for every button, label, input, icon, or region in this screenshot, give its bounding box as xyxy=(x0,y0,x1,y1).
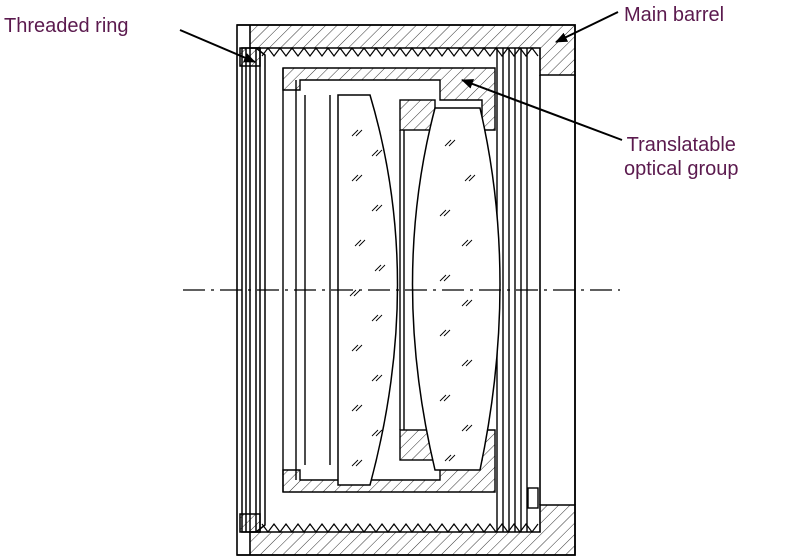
lens-1 xyxy=(337,94,399,486)
optical-group-leader xyxy=(461,79,623,141)
translatable-group-label-line1: Translatable xyxy=(626,134,736,156)
barrel-threads xyxy=(261,47,539,533)
main-barrel-label: Main barrel xyxy=(624,4,725,26)
translatable-group-label-line2: optical group xyxy=(624,158,739,180)
main-barrel-leader xyxy=(555,11,619,43)
lens-2 xyxy=(411,107,501,471)
threaded-ring-leader xyxy=(179,29,256,63)
threaded-ring-label: Threaded ring xyxy=(4,15,129,37)
translatable-optical-group-label: Translatable optical group xyxy=(624,133,739,181)
glass-hatch-marks xyxy=(349,129,476,467)
